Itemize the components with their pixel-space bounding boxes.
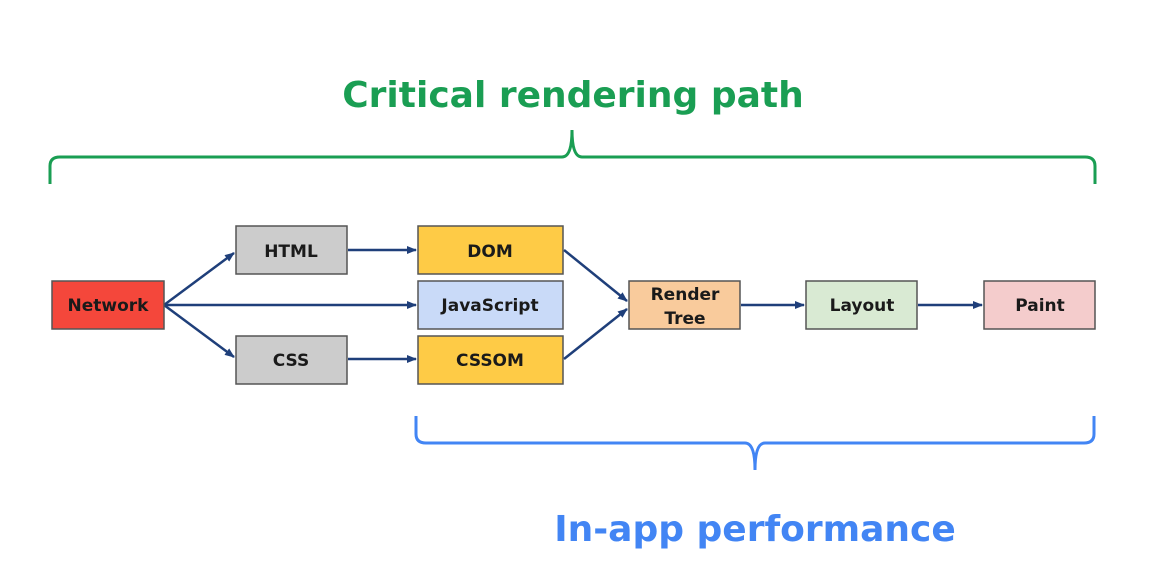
node-render-tree-box xyxy=(628,280,741,330)
node-cssom-label: CSSOM xyxy=(456,351,524,371)
node-html-box xyxy=(235,225,348,275)
node-render-tree: Render Tree xyxy=(628,280,741,330)
arrow-network-to-css xyxy=(163,303,235,359)
node-network-box xyxy=(51,280,165,330)
node-javascript-box xyxy=(417,280,564,330)
node-css-box xyxy=(235,335,348,385)
node-cssom-box xyxy=(417,335,564,385)
node-javascript: JavaScript xyxy=(417,280,564,330)
node-layout-label: Layout xyxy=(830,296,895,316)
node-render-tree-label-line2: Tree xyxy=(664,309,705,329)
in-app-performance-title: In-app performance xyxy=(554,509,956,550)
node-css-label: CSS xyxy=(273,351,310,371)
node-dom: DOM xyxy=(417,225,564,275)
node-paint-label: Paint xyxy=(1015,296,1065,316)
node-network-label: Network xyxy=(68,296,150,316)
arrow-cssom-to-render-tree xyxy=(563,308,628,360)
arrow-network-to-html xyxy=(163,251,235,307)
node-dom-label: DOM xyxy=(467,242,512,262)
node-css: CSS xyxy=(235,335,348,385)
node-cssom: CSSOM xyxy=(417,335,564,385)
top-brace xyxy=(48,129,1097,184)
node-paint: Paint xyxy=(983,280,1096,330)
node-paint-box xyxy=(983,280,1096,330)
node-layout: Layout xyxy=(805,280,918,330)
arrow-dom-to-render-tree xyxy=(563,249,628,302)
bottom-brace xyxy=(414,416,1096,471)
node-dom-box xyxy=(417,225,564,275)
arrows xyxy=(163,246,983,363)
node-render-tree-label-line1: Render xyxy=(651,285,720,305)
node-html-label: HTML xyxy=(264,242,318,262)
node-javascript-label: JavaScript xyxy=(440,296,538,316)
node-html: HTML xyxy=(235,225,348,275)
node-network: Network xyxy=(51,280,165,330)
critical-rendering-path-title: Critical rendering path xyxy=(342,75,803,116)
node-layout-box xyxy=(805,280,918,330)
